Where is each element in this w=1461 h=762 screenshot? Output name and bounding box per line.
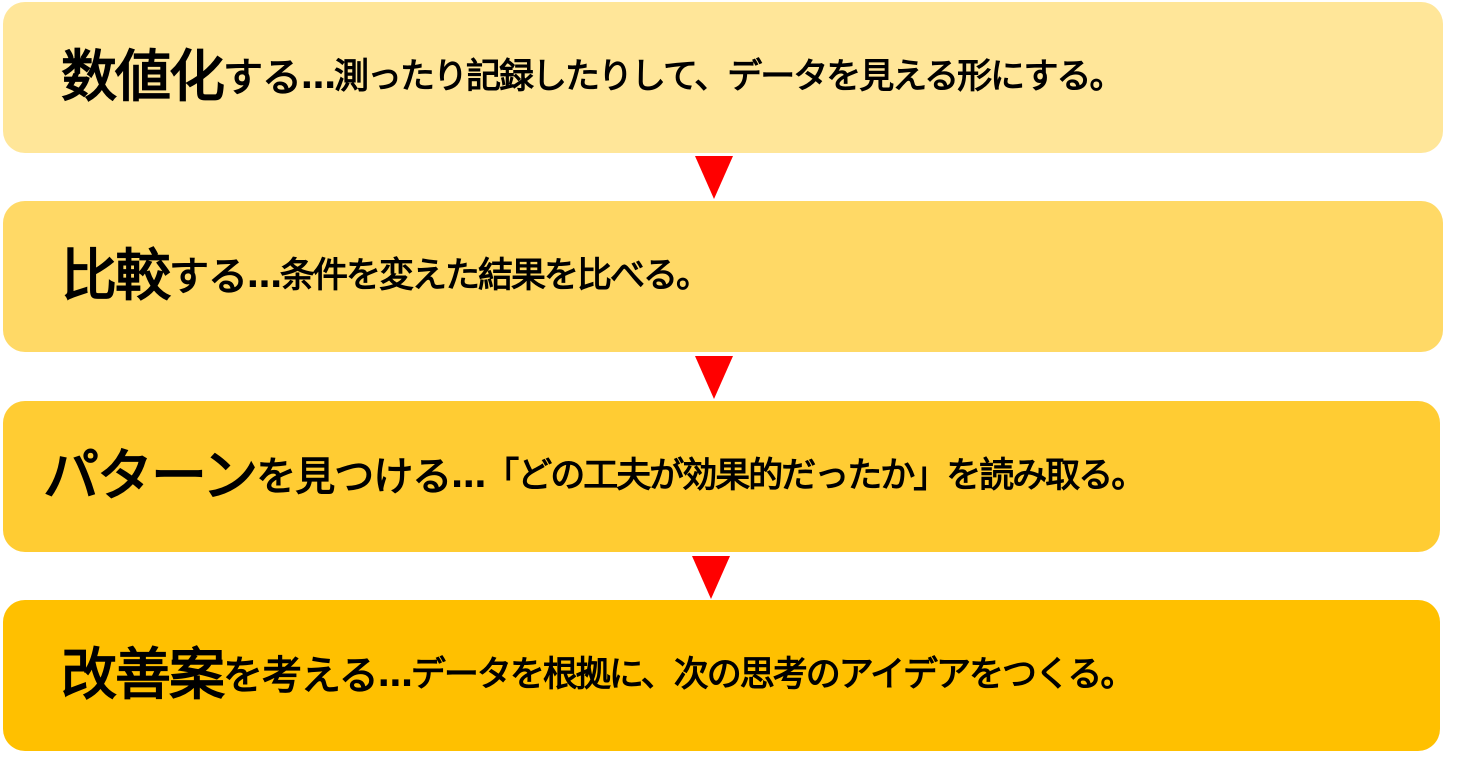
arrow-down-icon <box>695 356 733 399</box>
step-keyword: 改善案 <box>61 642 225 708</box>
arrow-down-icon <box>695 156 733 199</box>
step-improvement-idea: 改善案 を考える …データを根拠に、次の思考のアイデアをつくる。 <box>3 600 1440 751</box>
step-keyword: パターン <box>43 443 258 509</box>
step-keyword: 数値化 <box>61 44 225 110</box>
arrow-down-icon <box>692 556 730 599</box>
step-verb: する <box>223 54 302 101</box>
step-verb: を考える <box>223 652 379 699</box>
step-compare: 比較 する …条件を変えた結果を比べる。 <box>3 201 1443 352</box>
step-verb: する <box>169 253 248 300</box>
step-description: …データを根拠に、次の思考のアイデアをつくる。 <box>377 655 1136 695</box>
step-description: …「どの工夫が効果的だったか」を読み取る。 <box>451 456 1146 496</box>
step-quantify: 数値化 する …測ったり記録したりして、データを見える形にする。 <box>3 2 1443 153</box>
step-description: …測ったり記録したりして、データを見える形にする。 <box>301 57 1125 97</box>
step-description: …条件を変えた結果を比べる。 <box>247 256 711 296</box>
step-verb: を見つける <box>256 453 452 500</box>
step-find-pattern: パターン を見つける …「どの工夫が効果的だったか」を読み取る。 <box>3 401 1440 552</box>
step-keyword: 比較 <box>61 243 171 309</box>
